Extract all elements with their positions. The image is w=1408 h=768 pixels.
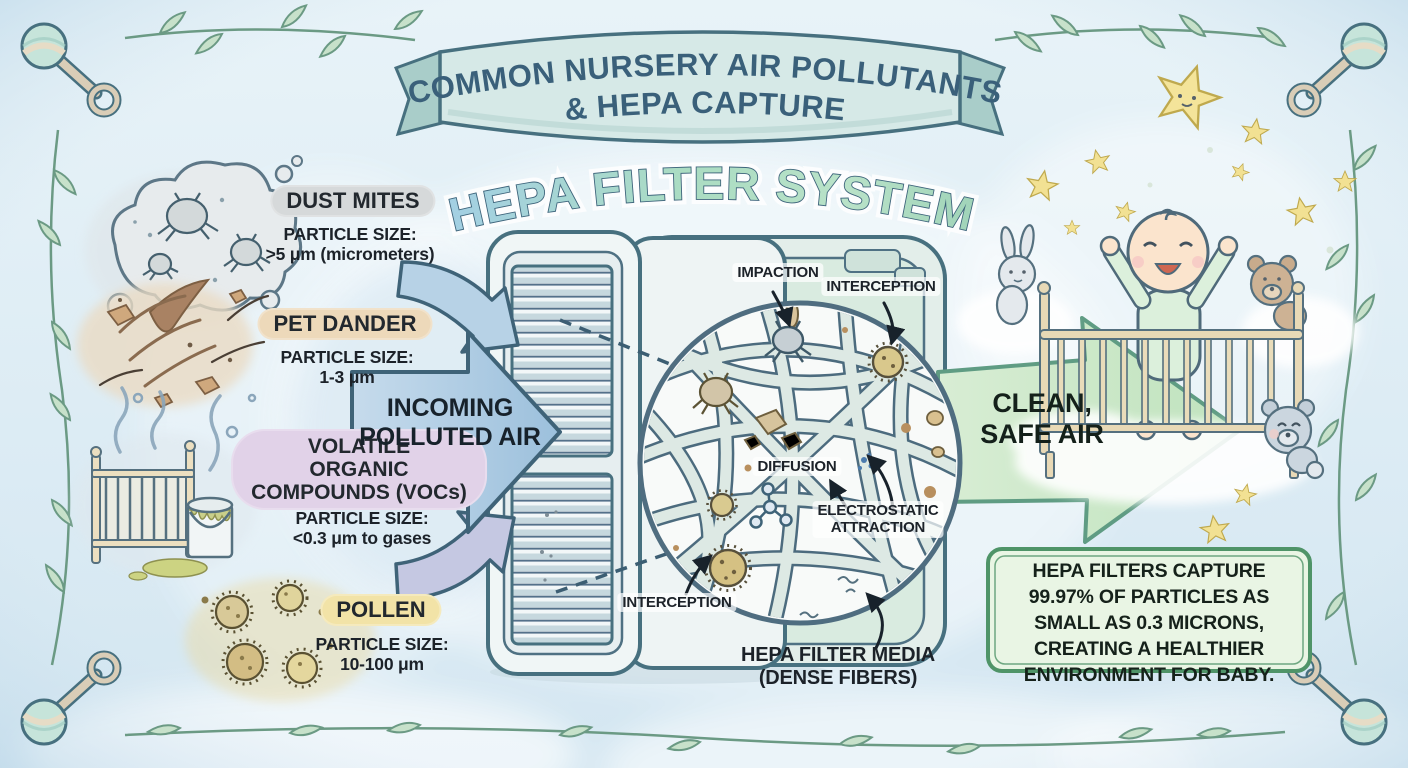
dust-mites-size: PARTICLE SIZE: >5 μm (micrometers) <box>266 224 435 265</box>
size-label: PARTICLE SIZE: <box>280 347 414 367</box>
fact-box <box>986 547 1312 673</box>
impaction-label: IMPACTION <box>732 263 824 283</box>
mechanism-arrows <box>684 290 906 650</box>
voc-crib-paint-icon <box>73 386 257 581</box>
big-star-face-icon <box>1147 55 1229 134</box>
electrostatic-label: ELECTROSTATIC ATTRACTION <box>812 501 944 538</box>
interception-bottom-label: INTERCEPTION <box>617 593 737 613</box>
bunny-icon <box>995 224 1037 326</box>
pollen-arrow <box>394 510 516 600</box>
pet-dander-size: PARTICLE SIZE: 1-3 μm <box>281 347 414 388</box>
star-icon <box>1023 116 1357 545</box>
gray-bear-icon <box>1260 398 1325 480</box>
size-value: >5 μm (micrometers) <box>265 244 435 265</box>
paint-can-icon <box>186 496 234 559</box>
clean-air-label: CLEAN, SAFE AIR <box>980 388 1104 450</box>
pet-dander-icon <box>77 278 270 409</box>
pollutant-pill-pollen: POLLEN <box>320 594 442 627</box>
size-label: PARTICLE SIZE: <box>283 224 417 244</box>
title-banner-ribbon <box>394 30 1006 144</box>
incoming-air-label: INCOMING POLLUTED AIR <box>359 394 541 451</box>
size-label: PARTICLE SIZE: <box>295 508 429 528</box>
voc-size: PARTICLE SIZE: <0.3 μm to gases <box>292 508 432 549</box>
filter-media-label: HEPA FILTER MEDIA (DENSE FIBERS) <box>740 644 936 690</box>
fact-box-text: HEPA FILTERS CAPTURE 99.97% OF PARTICLES… <box>1023 560 1275 686</box>
pollutant-pill-dust-mites: DUST MITES <box>270 185 436 218</box>
magnifier-callout-lines <box>555 318 691 594</box>
size-label: PARTICLE SIZE: <box>315 634 449 654</box>
size-value: 1-3 μm <box>319 367 375 388</box>
pollen-size: PARTICLE SIZE: 10-100 μm <box>316 634 449 675</box>
size-value: 10-100 μm <box>340 654 424 675</box>
nursery-scene <box>957 55 1358 545</box>
pollutant-pill-pet-dander: PET DANDER <box>257 308 433 341</box>
size-value: <0.3 μm to gases <box>292 528 432 549</box>
interception-top-label: INTERCEPTION <box>821 277 941 297</box>
crib-icon <box>1037 208 1305 479</box>
vent-louvers-bottom <box>510 472 614 646</box>
diffusion-label: DIFFUSION <box>752 457 842 477</box>
trapped-particles <box>673 307 945 619</box>
dust-arrow <box>396 260 520 354</box>
vine-border <box>37 4 1378 759</box>
pollutant-pill-voc: VOLATILE ORGANIC COMPOUNDS (VOCs) <box>231 429 487 511</box>
